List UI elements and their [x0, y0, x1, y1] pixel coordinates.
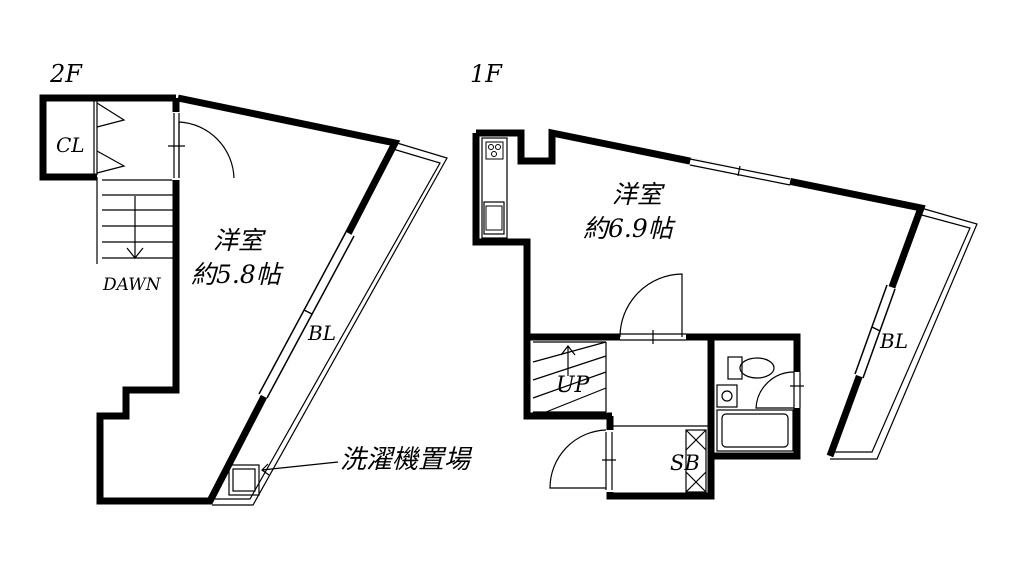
window-top-1f: [689, 157, 791, 187]
balcony-1f: [830, 207, 978, 460]
washer-pan-icon: [228, 461, 339, 496]
toilet-icon: [727, 356, 775, 380]
stair-arrow-up-icon: [560, 345, 576, 376]
first-floor: 1F: [470, 60, 978, 500]
floor-title-2f: 2F: [49, 60, 83, 88]
walls-2f: [39, 94, 401, 505]
doors-1f: [549, 273, 804, 492]
stairs-1f: [532, 341, 607, 413]
stove-icon: [485, 141, 504, 160]
bathtub-icon: [716, 409, 794, 452]
stairs-label-1f: UP: [556, 373, 591, 398]
stairs-label-2f: DAWN: [102, 275, 162, 295]
shoe-box-label-1f: SB: [670, 451, 700, 475]
kitchen-1f: [481, 137, 508, 239]
balcony-2f: [212, 142, 448, 506]
door-2f: [168, 112, 235, 180]
walls-1f: [472, 128, 926, 500]
room-name-1f: 洋室: [612, 180, 665, 209]
stair-arrow-icon: [126, 196, 144, 259]
washbasin-icon: [716, 384, 738, 408]
shoe-box-1f: [685, 429, 707, 493]
closet-label-2f: CL: [56, 133, 85, 157]
balcony-label-2f: BL: [307, 321, 336, 345]
laundry-label-2f: 洗濯機置場: [340, 445, 473, 475]
second-floor: 2F CL: [39, 60, 473, 506]
stairs-2f: [96, 177, 176, 264]
closet-2f: [93, 101, 126, 175]
room-name-2f: 洋室: [213, 226, 266, 255]
balcony-window-2f: [258, 231, 355, 399]
floor-title-1f: 1F: [470, 60, 503, 88]
balcony-window-1f: [854, 284, 896, 379]
room-size-2f: 約5.8帖: [191, 260, 284, 289]
room-size-1f: 約6.9帖: [583, 214, 676, 243]
sink-icon: [485, 205, 503, 231]
balcony-label-1f: BL: [879, 329, 908, 353]
